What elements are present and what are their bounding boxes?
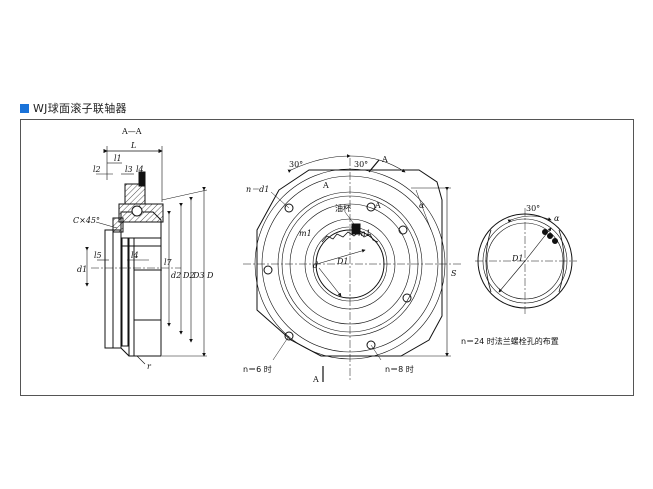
drawing-frame: A—A L l1 l2 l3 l4 C×45° d1 l5 l4 l7 d2 D… bbox=[20, 119, 634, 396]
section-A-inner: A bbox=[322, 181, 329, 190]
dim-l4: l4 bbox=[131, 251, 139, 260]
detail-alpha: α bbox=[554, 214, 560, 223]
dim-l7: l7 bbox=[164, 258, 173, 267]
dim-S: S bbox=[451, 269, 457, 278]
dim-l4-top: l4 bbox=[136, 165, 144, 174]
dim-D2: D2 bbox=[182, 271, 195, 280]
detail-view-labels: 30° α D1 n＝24 时法兰螺栓孔的布置 bbox=[461, 204, 560, 346]
dim-D1: D1 bbox=[336, 257, 349, 266]
section-title: WJ球面滚子联轴器 bbox=[33, 102, 127, 115]
dim-m1-right: m1 bbox=[358, 229, 371, 238]
bolt-holes-label: n－d1 bbox=[246, 185, 269, 194]
dim-chamfer: C×45° bbox=[73, 216, 100, 225]
header-square-icon bbox=[20, 103, 29, 113]
section-header: WJ球面滚子联轴器 bbox=[20, 101, 127, 115]
side-view-labels: A—A L l1 l2 l3 l4 C×45° d1 l5 l4 l7 d2 D… bbox=[73, 127, 214, 371]
detail-D1: D1 bbox=[511, 254, 524, 263]
front-view-labels: 30° 30° A A n－d1 油杯 m1 m1 d D1 S α A A n… bbox=[243, 155, 457, 384]
dim-d: d bbox=[313, 261, 318, 270]
dim-l2: l2 bbox=[93, 165, 101, 174]
section-A-top: A bbox=[381, 155, 388, 164]
section-label: A—A bbox=[121, 127, 142, 136]
angle-right: 30° bbox=[354, 160, 368, 169]
dim-D3: D3 bbox=[192, 271, 205, 280]
dim-d2: d2 bbox=[171, 271, 181, 280]
dim-r: r bbox=[147, 362, 152, 371]
angle-left: 30° bbox=[289, 160, 303, 169]
coupling-drawing: A—A L l1 l2 l3 l4 C×45° d1 l5 l4 l7 d2 D… bbox=[73, 127, 577, 384]
n8-label: n＝8 时 bbox=[385, 364, 414, 374]
dim-m1-left: m1 bbox=[299, 229, 312, 238]
n6-label: n＝6 时 bbox=[243, 364, 272, 374]
detail-caption: n＝24 时法兰螺栓孔的布置 bbox=[461, 336, 559, 346]
oil-cup-label: 油杯 bbox=[335, 203, 351, 213]
detail-angle: 30° bbox=[526, 204, 540, 213]
dim-l3: l3 bbox=[125, 165, 133, 174]
dim-l1: l1 bbox=[114, 154, 122, 163]
dim-D: D bbox=[206, 271, 214, 280]
front-view bbox=[243, 154, 461, 382]
dim-alpha: α bbox=[419, 201, 425, 210]
section-A-bottom: A bbox=[312, 375, 319, 384]
side-section-view bbox=[85, 146, 208, 365]
section-A-left: A bbox=[374, 201, 381, 210]
dim-l5: l5 bbox=[94, 251, 102, 260]
dim-d1: d1 bbox=[77, 265, 87, 274]
dim-L: L bbox=[130, 141, 136, 150]
detail-view bbox=[475, 208, 577, 314]
